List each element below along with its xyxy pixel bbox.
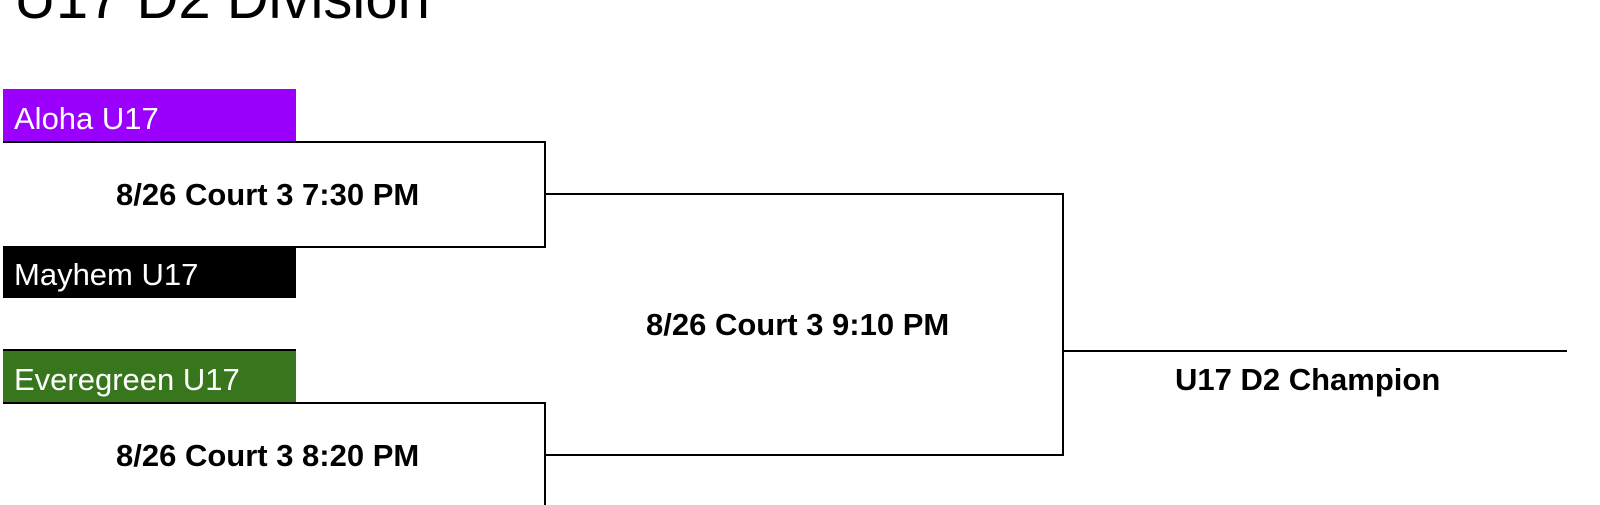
- bracket-line-g2-mid: [3, 402, 546, 404]
- bracket-line-g2-out: [544, 454, 1064, 456]
- team-slot-mayhem: Mayhem U17: [3, 247, 296, 298]
- bracket-line-g1-out: [544, 193, 1064, 195]
- final-game-schedule: 8/26 Court 3 9:10 PM: [646, 307, 950, 342]
- bracket-line-g2-top-left: [3, 349, 296, 351]
- team-slot-aloha: Aloha U17: [3, 89, 296, 143]
- division-title: U17 D2 Division: [14, 0, 430, 28]
- bracket-line-g2-right: [544, 402, 546, 505]
- bracket-line-final-right: [1062, 193, 1064, 456]
- game-1-schedule: 8/26 Court 3 7:30 PM: [116, 177, 420, 212]
- game-2-schedule: 8/26 Court 3 8:20 PM: [116, 438, 420, 473]
- team-slot-everegreen: Everegreen U17: [3, 350, 296, 403]
- champion-label: U17 D2 Champion: [1175, 362, 1441, 397]
- bracket-line-g1-bottom: [3, 246, 546, 248]
- bracket-line-g1-top: [3, 141, 546, 143]
- bracket-line-champion: [1062, 350, 1567, 352]
